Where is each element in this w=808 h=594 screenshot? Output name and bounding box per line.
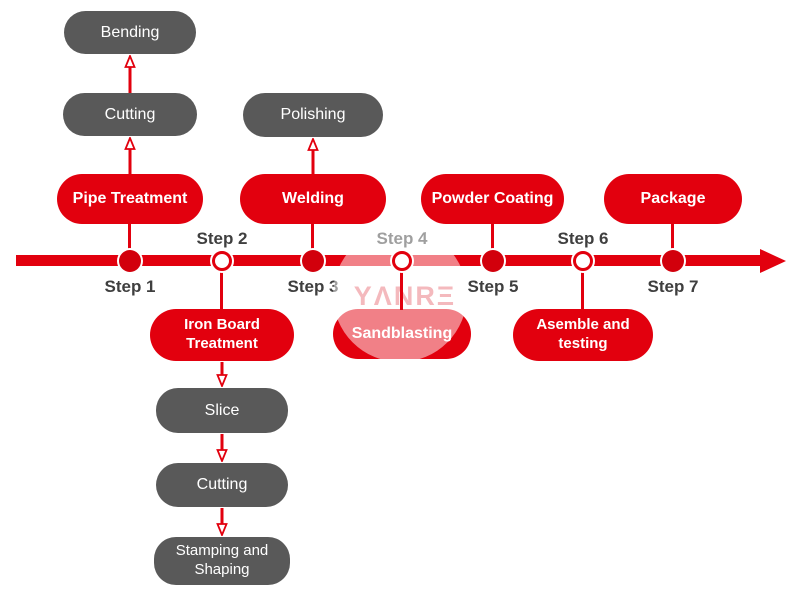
connector-step7 xyxy=(671,224,674,256)
step5-label: Step 5 xyxy=(467,277,519,296)
step3-marker xyxy=(302,250,324,272)
step6-marker xyxy=(573,251,593,271)
node-stamping-shaping: Stamping and Shaping xyxy=(154,537,290,585)
arrow-up-icon xyxy=(124,55,136,93)
step4-marker xyxy=(392,251,412,271)
step2-label: Step 2 xyxy=(196,229,248,248)
node-polishing: Polishing xyxy=(243,93,383,137)
step3-label: Step 3 xyxy=(287,277,339,296)
arrow-down-icon xyxy=(216,434,228,462)
step2-marker xyxy=(212,251,232,271)
node-package: Package xyxy=(604,174,742,224)
connector-step6 xyxy=(581,267,584,310)
arrow-up-icon xyxy=(307,138,319,174)
node-cutting-top: Cutting xyxy=(63,93,197,136)
step5-marker xyxy=(482,250,504,272)
timeline-arrowhead-icon xyxy=(760,249,786,273)
arrow-down-icon xyxy=(216,508,228,536)
arrow-up-icon xyxy=(124,137,136,174)
node-slice: Slice xyxy=(156,388,288,433)
step6-label: Step 6 xyxy=(557,229,609,248)
step1-label: Step 1 xyxy=(104,277,156,296)
arrow-down-icon xyxy=(216,362,228,387)
step7-label: Step 7 xyxy=(647,277,699,296)
connector-step1 xyxy=(128,224,131,256)
node-pipe-treatment: Pipe Treatment xyxy=(57,174,203,224)
connector-step3 xyxy=(311,224,314,256)
node-assemble-testing: Asemble and testing xyxy=(513,309,653,361)
connector-step2 xyxy=(220,267,223,310)
node-bending: Bending xyxy=(64,11,196,54)
step7-marker xyxy=(662,250,684,272)
node-cutting-bottom: Cutting xyxy=(156,463,288,507)
node-iron-board-treatment: Iron Board Treatment xyxy=(150,309,294,361)
step1-marker xyxy=(119,250,141,272)
node-welding: Welding xyxy=(240,174,386,224)
node-powder-coating: Powder Coating xyxy=(421,174,564,224)
connector-step5 xyxy=(491,224,494,256)
watermark-logo: YΛNRΞ xyxy=(353,281,457,311)
connector-step4 xyxy=(400,267,403,310)
